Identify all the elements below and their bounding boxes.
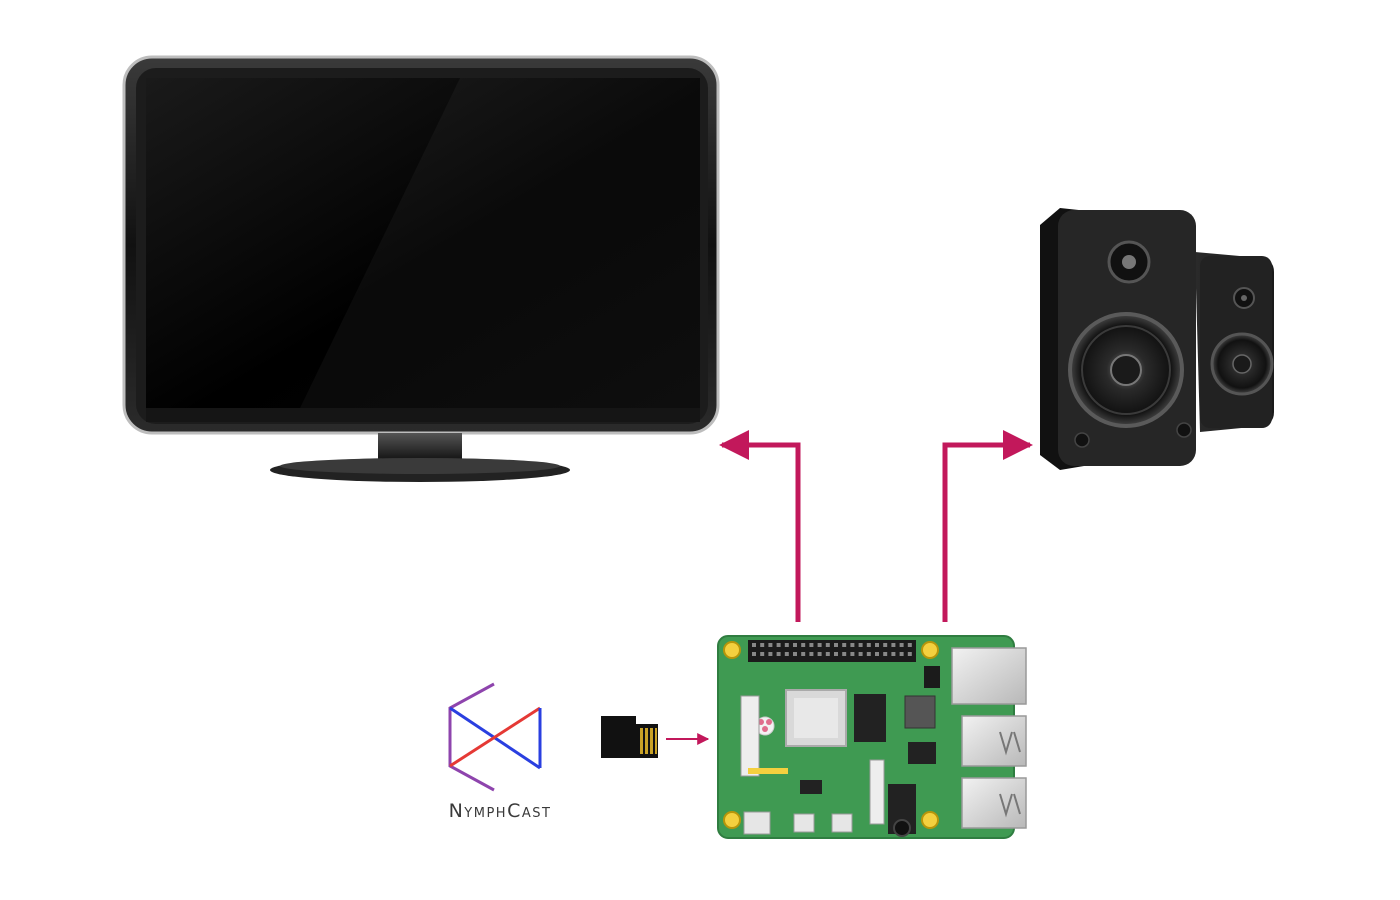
gpio-pin — [866, 643, 871, 647]
gpio-pin — [850, 643, 855, 647]
gpio-pin — [907, 652, 912, 656]
tv-screen — [146, 78, 700, 408]
ram-chip — [854, 694, 886, 742]
raspberry-pi-board-icon — [717, 635, 1027, 839]
raspberry-logo-icon — [755, 716, 775, 736]
micro-hdmi-2 — [831, 813, 853, 833]
tv-bottom-strip — [146, 408, 700, 422]
gpio-pin — [883, 652, 888, 656]
gpio-pin — [883, 643, 888, 647]
gpio-pin — [875, 652, 879, 656]
gpio-pin — [801, 643, 806, 647]
speaker-right — [1195, 252, 1274, 432]
gpio-pin — [752, 652, 756, 656]
gpio-header — [748, 640, 916, 662]
gpio-pin — [825, 652, 830, 656]
usb-ports — [961, 715, 1027, 829]
gpio-pin — [899, 652, 904, 656]
gpio-pin — [784, 652, 789, 656]
micro-hdmi-1 — [793, 813, 815, 833]
mounting-holes — [723, 641, 939, 829]
gpio-pin — [891, 652, 896, 656]
gpio-pin — [760, 643, 765, 647]
arrow-to-tv — [719, 430, 801, 622]
camera-connector — [869, 759, 885, 825]
ethernet-port — [951, 647, 1027, 705]
gpio-pin — [817, 652, 822, 656]
gpio-pin — [858, 643, 863, 647]
microsd-card-icon — [601, 716, 658, 758]
gpio-pin — [858, 652, 863, 656]
gpio-pin — [809, 652, 814, 656]
gpio-pin — [834, 652, 838, 656]
gpio-pin — [907, 643, 912, 647]
speaker-left — [1040, 208, 1196, 470]
gpio-pin — [834, 643, 838, 647]
gpio-pin — [752, 643, 756, 647]
gpio-pin — [842, 643, 847, 647]
gpio-pin — [776, 643, 781, 647]
gpio-pin — [768, 652, 773, 656]
usb-c-port — [743, 811, 771, 835]
gpio-pin — [899, 643, 904, 647]
gpio-pin — [866, 652, 871, 656]
arrows-to-outputs — [719, 430, 1033, 622]
gpio-pin — [801, 652, 806, 656]
tv-screen-reflection — [300, 78, 700, 408]
gpio-pin — [850, 652, 855, 656]
speakers-icon — [1040, 208, 1274, 470]
gpio-pin — [817, 643, 822, 647]
gpio-pin — [891, 643, 896, 647]
gpio-pin — [793, 652, 797, 656]
gpio-pin — [784, 643, 789, 647]
gpio-pin — [768, 643, 773, 647]
tv-stand-neck — [378, 433, 462, 461]
gpio-pin — [793, 643, 797, 647]
nymphcast-logo-icon — [448, 682, 542, 792]
gpio-pin — [776, 652, 781, 656]
gpio-pin — [760, 652, 765, 656]
gpio-pin — [842, 652, 847, 656]
nymphcast-logo-text: NymphCast — [448, 800, 552, 822]
gpio-pin — [825, 643, 830, 647]
television-icon — [122, 55, 720, 482]
gpio-pin — [875, 643, 879, 647]
display-connector — [740, 695, 760, 777]
gpio-pin — [809, 643, 814, 647]
arrow-to-speakers — [942, 430, 1033, 622]
